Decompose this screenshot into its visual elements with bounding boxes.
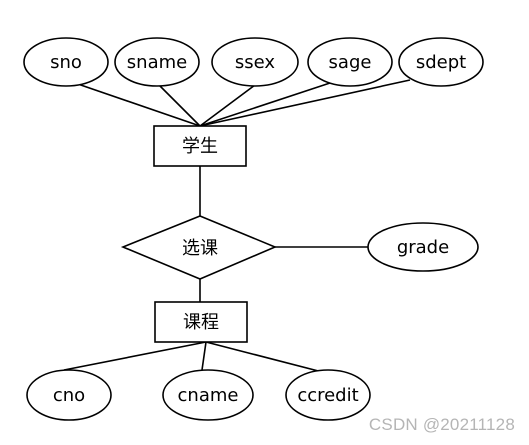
edge-sno-student xyxy=(71,81,201,127)
connector-lines xyxy=(63,79,411,375)
relationship-enroll: 选课 xyxy=(120,215,278,280)
entity-student-label: 学生 xyxy=(182,136,218,157)
edge-sname-student xyxy=(157,83,201,127)
entity-course-label: 课程 xyxy=(183,312,219,333)
attribute-grade-label: grade xyxy=(397,237,449,258)
edge-course-cno xyxy=(63,341,207,371)
attribute-sname: sname xyxy=(114,37,200,87)
attribute-ssex-label: ssex xyxy=(235,52,276,73)
attribute-cname: cname xyxy=(162,369,254,421)
attribute-sname-label: sname xyxy=(127,52,187,73)
attribute-cname-label: cname xyxy=(178,385,239,406)
entity-course: 课程 xyxy=(154,301,248,343)
edge-course-ccredit xyxy=(205,341,331,375)
entity-student: 学生 xyxy=(153,125,247,167)
attribute-grade: grade xyxy=(367,222,479,272)
edge-ssex-student xyxy=(199,84,256,127)
edge-sage-student xyxy=(199,82,331,127)
attribute-sdept-label: sdept xyxy=(416,52,466,73)
attribute-sage: sage xyxy=(307,37,393,87)
attribute-ssex: ssex xyxy=(211,37,299,87)
attribute-cno: cno xyxy=(26,369,112,421)
watermark: CSDN @20211128 xyxy=(368,415,515,434)
attribute-sdept: sdept xyxy=(398,37,484,87)
edge-course-cname xyxy=(201,341,207,371)
relationship-enroll-label: 选课 xyxy=(182,238,218,259)
attribute-ccredit: ccredit xyxy=(285,369,371,421)
attribute-cno-label: cno xyxy=(53,385,85,406)
edge-sdept-student xyxy=(199,79,411,127)
attribute-sno-label: sno xyxy=(50,52,82,73)
attribute-sno: sno xyxy=(23,37,109,87)
attribute-sage-label: sage xyxy=(329,52,372,73)
attribute-ccredit-label: ccredit xyxy=(297,385,358,406)
